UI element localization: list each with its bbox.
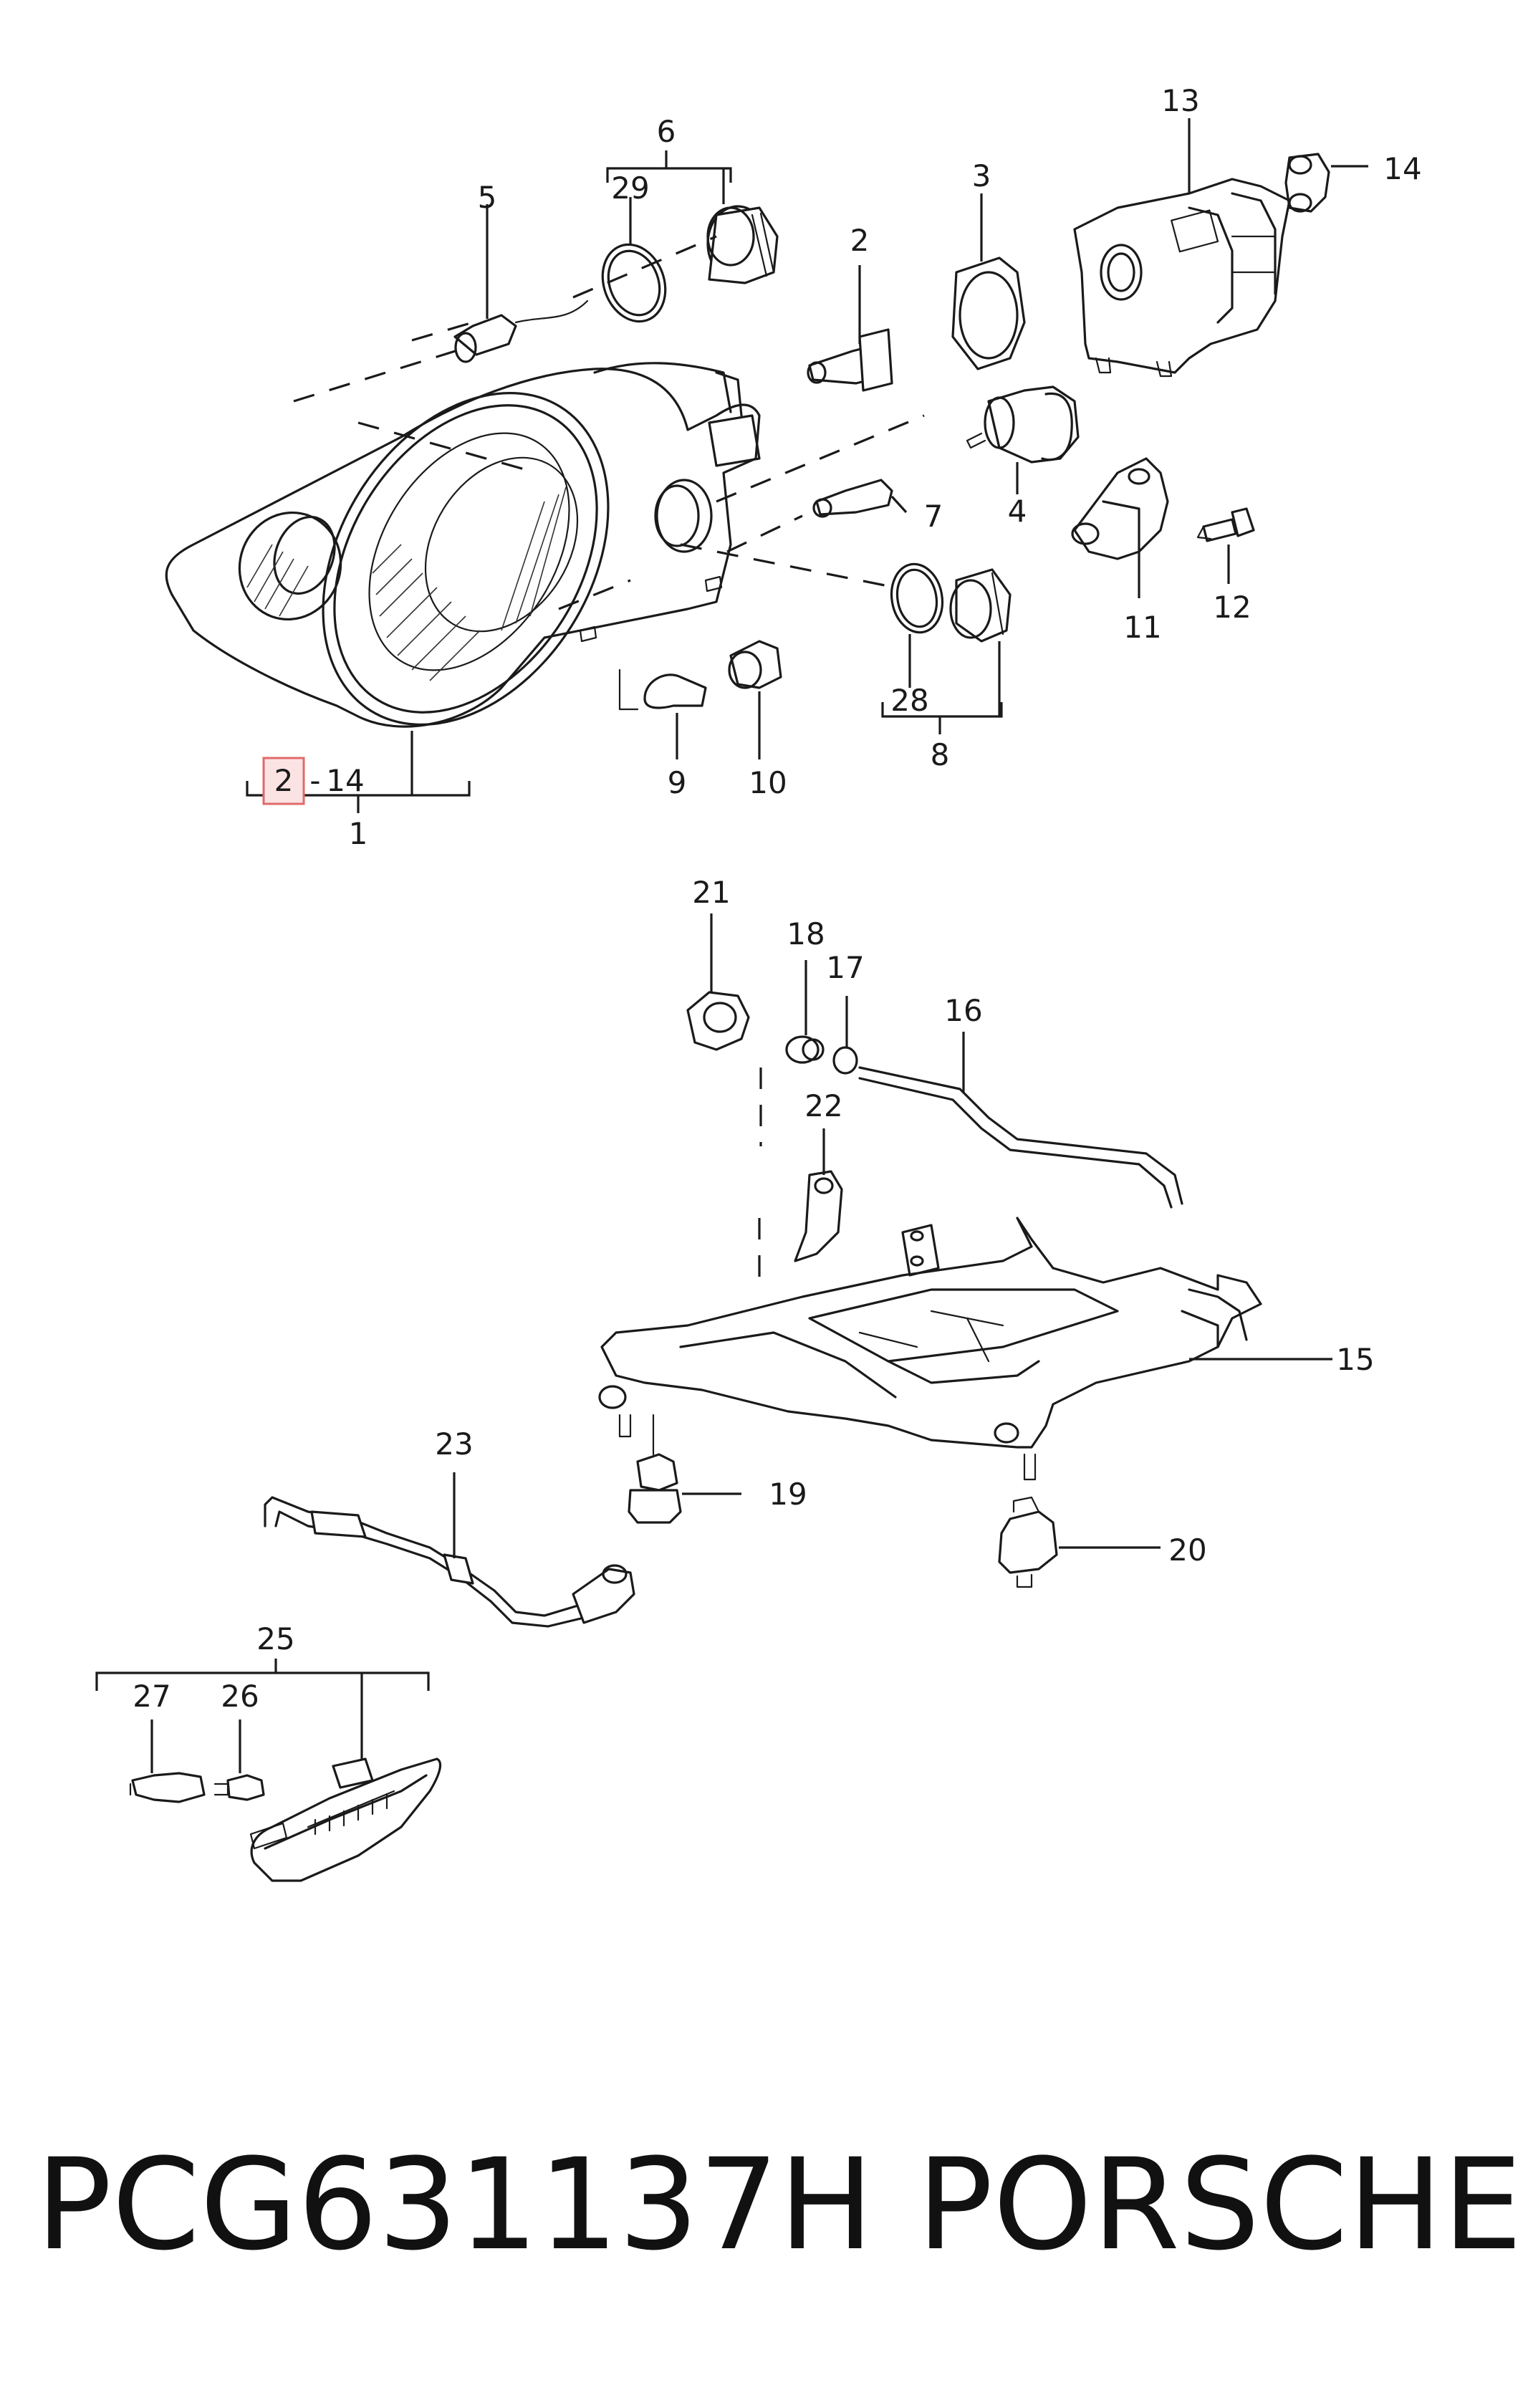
callout-25: 25 [256,1621,294,1656]
callout-9: 9 [668,765,687,800]
range-separator: - [309,763,320,798]
bulb-5-drawing [453,204,589,363]
bracket-25 [95,1659,430,1773]
callout-8: 8 [931,737,950,772]
callout-7: 7 [924,499,943,534]
callout-16: 16 [944,993,982,1028]
bulb-26-drawing [213,1774,265,1801]
support-tray-15-drawing [598,1217,1332,1481]
bracket-11-drawing [1071,457,1169,598]
callout-28: 28 [890,683,928,718]
range-start[interactable]: 2 [274,763,294,798]
bulb-2-drawing [807,265,893,392]
part-number: PCG631137H [36,2131,874,2278]
callout-23: 23 [435,1426,473,1462]
damper-20-drawing [998,1496,1161,1588]
cap-6-drawing [572,150,779,323]
callout-19: 19 [769,1477,807,1512]
callout-21: 21 [692,875,730,910]
housing-cover-13-drawing [1073,118,1291,378]
bulb-4-drawing [966,385,1080,494]
callout-18: 18 [787,916,825,951]
clip-17-drawing [832,996,858,1075]
damper-19-drawing [628,1414,741,1524]
bulb-7-drawing [812,479,908,518]
socket-27-drawing [129,1772,206,1803]
callout-2: 2 [850,223,870,258]
callout-11: 11 [1123,610,1161,645]
range-end: 14 [326,763,364,798]
bracket-1 [246,731,471,813]
callout-20: 20 [1168,1532,1206,1568]
clip-3-drawing [951,193,1026,370]
callout-22: 22 [804,1088,842,1123]
callout-5: 5 [478,180,497,215]
bracket-22-drawing [794,1128,843,1262]
grommet-14-drawing [1284,153,1368,213]
nut-21-drawing [686,913,750,1051]
callout-29: 29 [611,171,649,206]
bushing-18-drawing [785,960,825,1064]
cable-23-drawing [264,1472,635,1628]
callout-26: 26 [221,1679,259,1714]
callout-27: 27 [133,1679,170,1714]
callout-10: 10 [749,765,787,800]
callout-6: 6 [657,114,676,149]
callout-17: 17 [826,950,864,985]
brand-name: PORSCHE [917,2131,1522,2278]
headlamp-housing-drawing [165,321,925,728]
callout-12: 12 [1213,590,1251,625]
callout-13: 13 [1161,83,1199,118]
callout-15: 15 [1336,1342,1374,1377]
range-start-highlight [262,757,305,805]
callout-14: 14 [1383,151,1421,186]
callout-3: 3 [972,158,991,193]
callout-4: 4 [1008,494,1027,529]
bulb-9-drawing [618,668,707,759]
callout-1: 1 [349,816,368,851]
cap-8-drawing [680,543,1012,734]
screw-12-drawing [1196,507,1255,584]
side-marker-lamp-drawing [249,1757,441,1882]
bulb-10-drawing [728,640,782,759]
rod-16-drawing [858,1032,1183,1209]
